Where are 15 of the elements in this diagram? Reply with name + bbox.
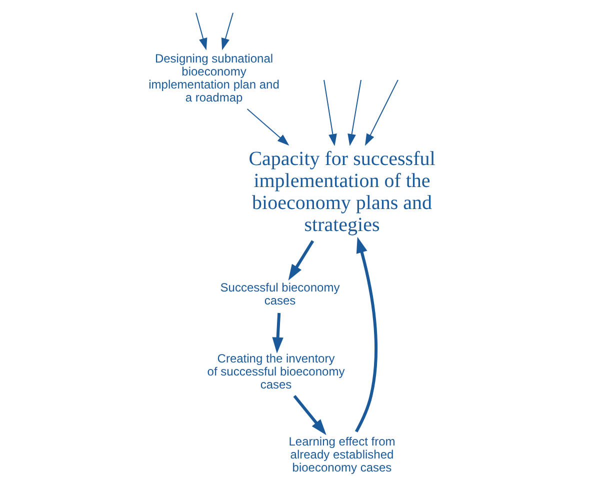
node-text: Capacity for successful implementation of the bioeconomy plans and strategies bbox=[248, 148, 435, 236]
node-text: Successful bieconomy cases bbox=[220, 280, 340, 308]
arrow bbox=[354, 236, 377, 432]
node-text: Learning effect from already established bioeconomy cases bbox=[288, 434, 395, 474]
node-text: Creating the inventory of successful bioeconomy cases bbox=[206, 351, 344, 392]
arrow bbox=[364, 79, 398, 146]
arrow bbox=[272, 312, 283, 354]
arrow bbox=[246, 108, 289, 146]
node-text: Designing subnational bioeconomy implementation plan and a roadmap bbox=[148, 51, 279, 104]
arrow bbox=[347, 79, 361, 146]
arrow bbox=[288, 240, 314, 280]
arrow bbox=[195, 12, 207, 50]
arrow bbox=[292, 394, 326, 436]
arrow bbox=[323, 79, 336, 146]
arrow bbox=[220, 12, 233, 50]
